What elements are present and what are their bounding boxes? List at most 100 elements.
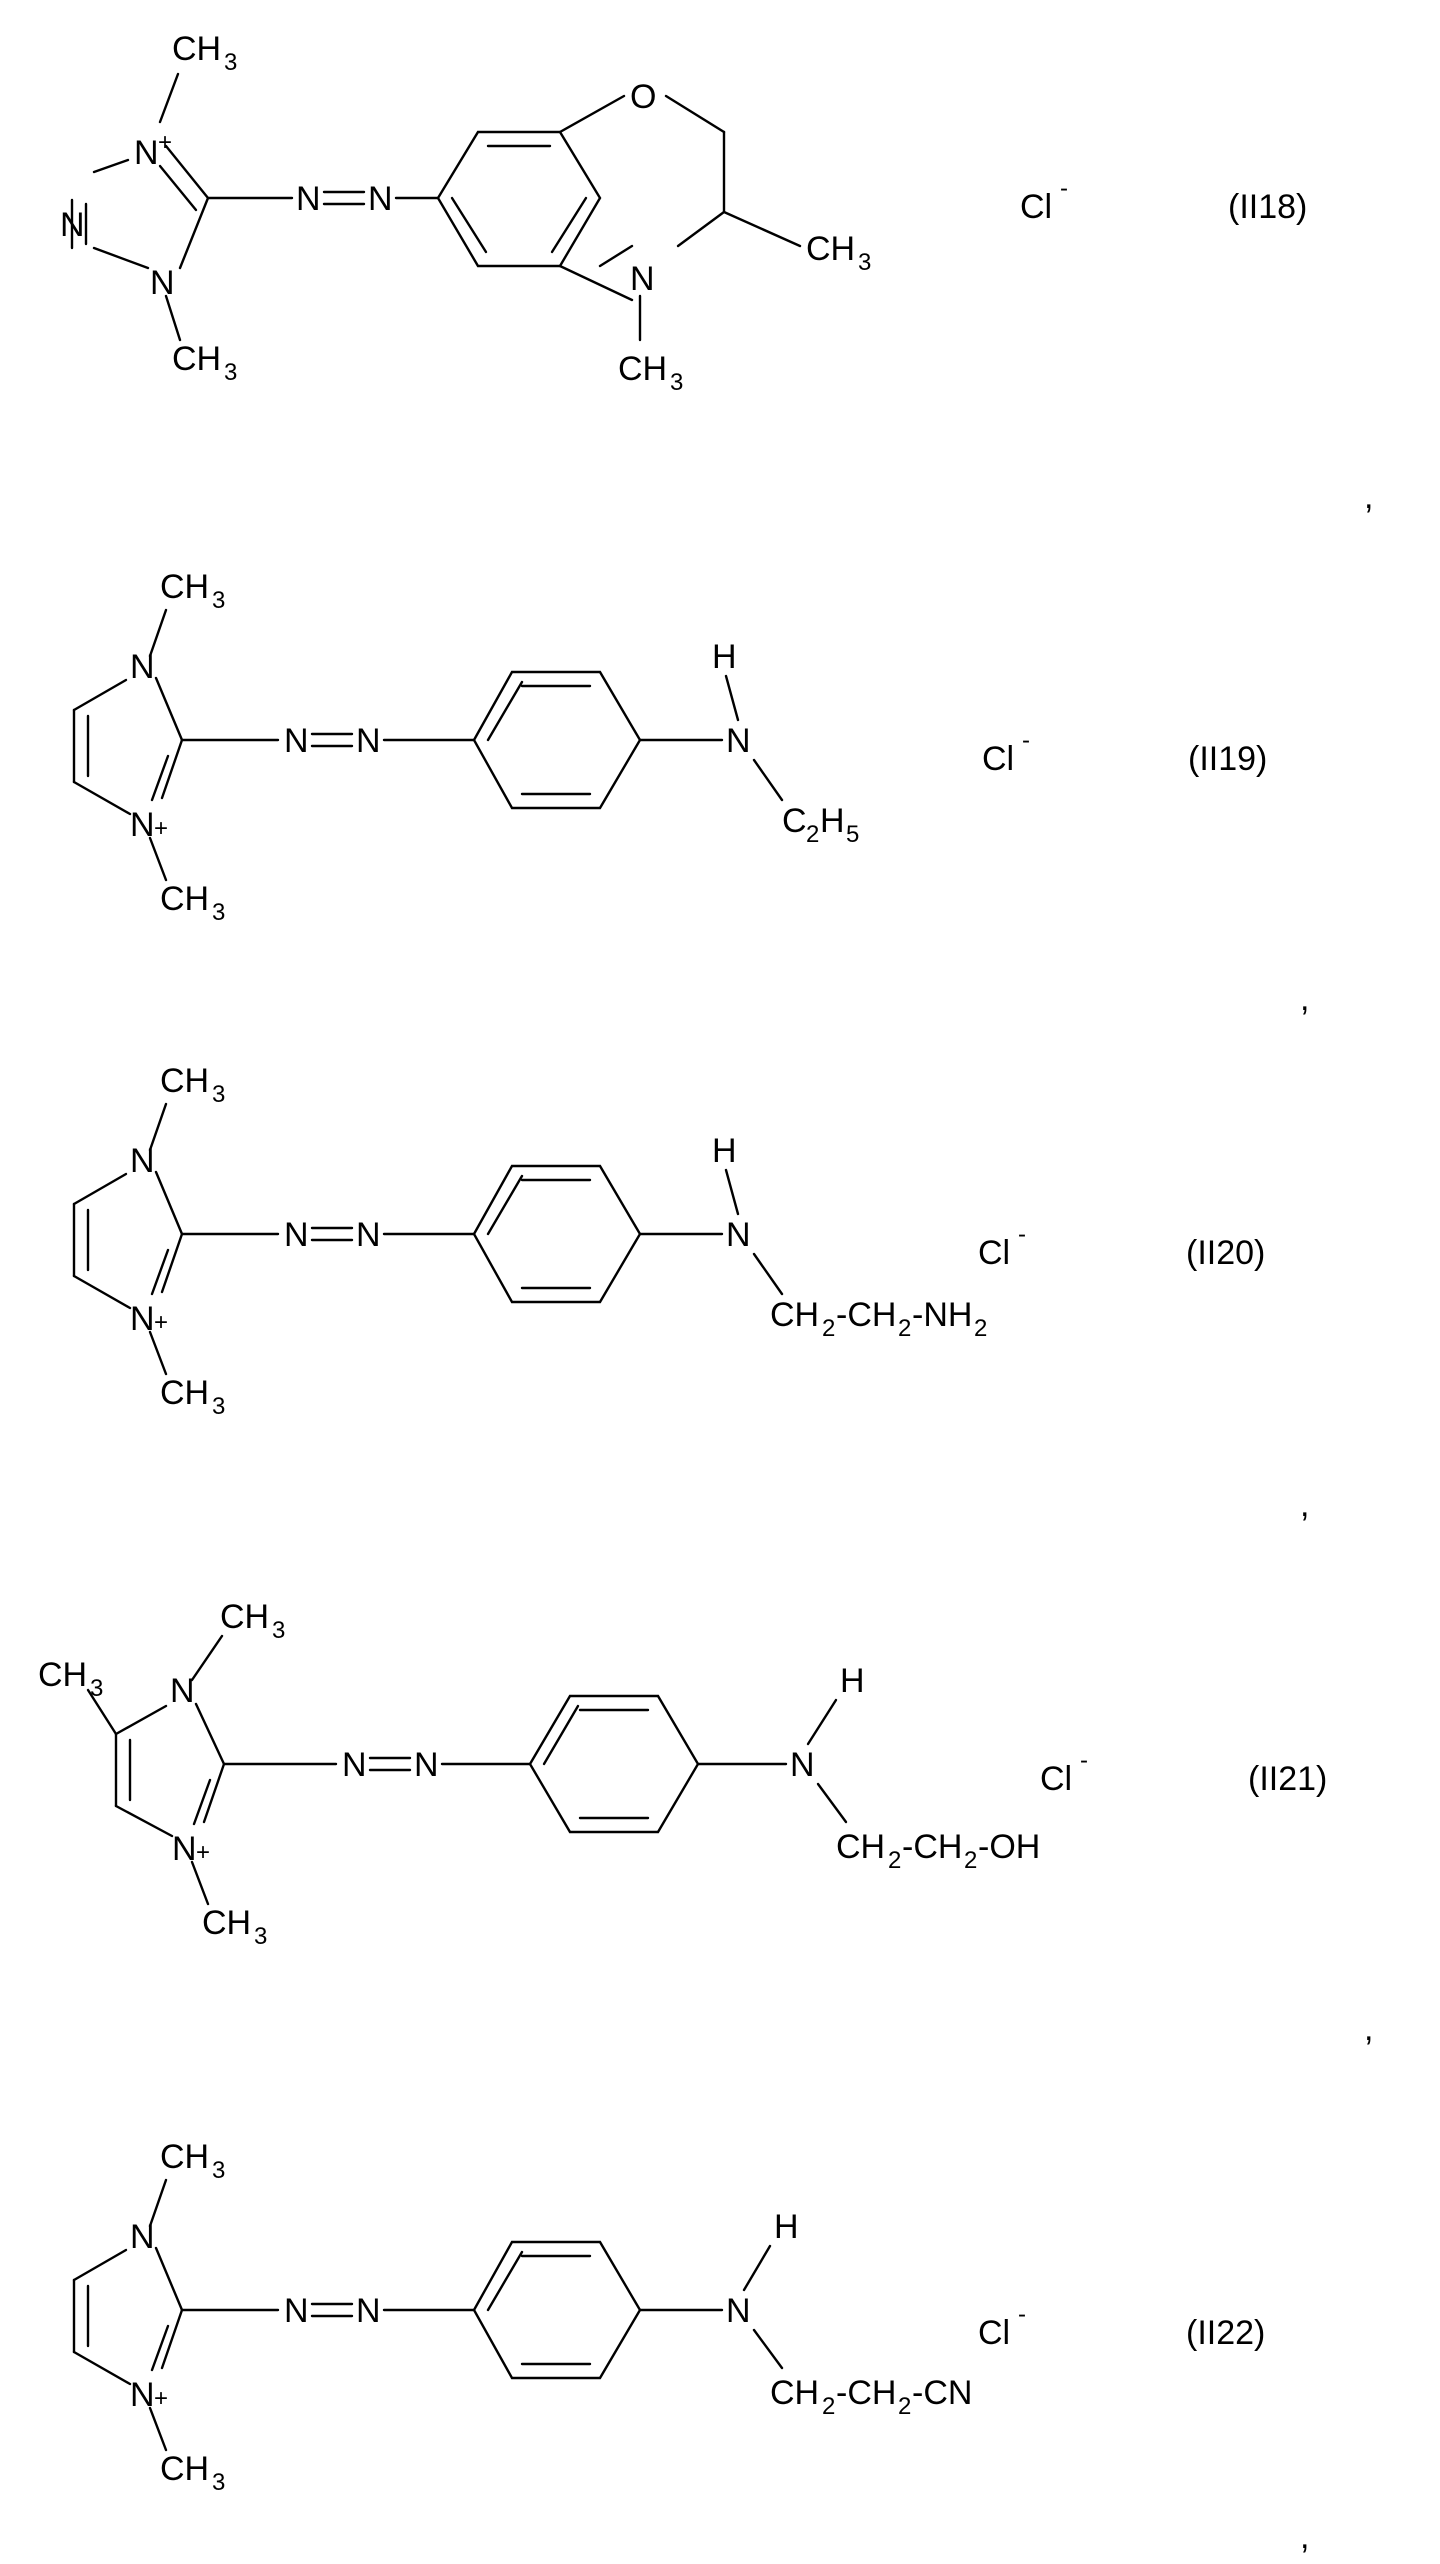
chain-cn: -CN xyxy=(912,2374,972,2412)
imidazolium-ring xyxy=(88,1636,336,1904)
subscript: 3 xyxy=(254,1923,267,1950)
charge-plus: + xyxy=(196,1839,210,1866)
bond xyxy=(152,1250,168,1294)
atom-n: N xyxy=(630,260,655,298)
counterion: Cl xyxy=(978,1234,1010,1272)
atom-n: N xyxy=(368,180,393,218)
bond xyxy=(156,2248,182,2310)
bond xyxy=(150,838,166,880)
subscript: 2 xyxy=(822,2393,835,2420)
bond xyxy=(488,2252,522,2310)
atom-n: N xyxy=(296,180,321,218)
counterion: Cl xyxy=(1020,188,1052,226)
atom-h: H xyxy=(840,1662,865,1700)
atom-ch: CH xyxy=(160,880,209,918)
bond xyxy=(560,266,632,300)
bond xyxy=(754,1254,782,1294)
compound-label: (II22) xyxy=(1186,2314,1265,2352)
structure-ii20: N N + CH 3 CH 3 N N N H CH 2 -CH 2 -NH 2… xyxy=(74,1062,1309,1524)
bond xyxy=(488,682,522,740)
atom-ch: CH xyxy=(172,340,221,378)
bond xyxy=(204,1764,224,1822)
subscript: 2 xyxy=(822,1315,835,1342)
atom-n: N xyxy=(790,1746,815,1784)
atom-n: N xyxy=(130,806,155,844)
atom-n: N xyxy=(130,2218,155,2256)
bond xyxy=(162,2310,182,2368)
bond xyxy=(74,2352,130,2384)
benzene-ring xyxy=(384,1166,722,1302)
bond xyxy=(726,676,738,720)
atom-ch: CH xyxy=(38,1656,87,1694)
compound-label: (II21) xyxy=(1248,1760,1327,1798)
subscript: 2 xyxy=(974,1315,987,1342)
list-separator: , xyxy=(1364,2010,1373,2048)
benzene-hexagon xyxy=(474,672,640,808)
benzene-hexagon xyxy=(474,2242,640,2378)
counterion: Cl xyxy=(982,740,1014,778)
bond xyxy=(74,680,126,710)
bond xyxy=(754,760,782,800)
bond xyxy=(162,740,182,798)
bond xyxy=(94,248,148,268)
atom-n: N xyxy=(150,264,175,302)
charge-plus: + xyxy=(154,2385,168,2412)
structure-ii22: N N + CH 3 CH 3 N N N H CH 2 -CH 2 -CN C… xyxy=(74,2138,1309,2556)
bond xyxy=(196,1704,224,1764)
imidazolium-ring xyxy=(74,610,278,880)
bond xyxy=(744,2246,770,2290)
bond xyxy=(452,198,486,252)
atom-n: N xyxy=(134,134,159,172)
subscript: 3 xyxy=(670,369,683,396)
atom-ch: CH xyxy=(160,1062,209,1100)
list-separator: , xyxy=(1364,478,1373,516)
subscript: 2 xyxy=(888,1847,901,1874)
atom-c: C xyxy=(782,802,807,840)
atom-ch: CH xyxy=(160,568,209,606)
atom-ch: CH xyxy=(160,1374,209,1412)
atom-n: N xyxy=(414,1746,439,1784)
subscript: 3 xyxy=(90,1675,103,1702)
chain-ch2: CH xyxy=(770,2374,819,2412)
benzene-ring xyxy=(384,2242,722,2378)
structure-ii18: N N + N CH 3 CH 3 N N O N xyxy=(60,30,1373,516)
structure-ii19: N N + CH 3 CH 3 N N N H C 2 H 5 Cl - (II… xyxy=(74,568,1309,1018)
bond xyxy=(726,1170,738,1214)
atom-ch: CH xyxy=(220,1598,269,1636)
atom-ch: CH xyxy=(172,30,221,68)
list-separator: , xyxy=(1300,1486,1309,1524)
chain-ch2: CH xyxy=(770,1296,819,1334)
list-separator: , xyxy=(1300,2518,1309,2556)
subscript: 3 xyxy=(212,1081,225,1108)
bond xyxy=(666,96,724,132)
bond xyxy=(94,160,128,172)
subscript: 3 xyxy=(224,49,237,76)
subscript: 2 xyxy=(898,2393,911,2420)
atom-n: N xyxy=(130,2376,155,2414)
charge-plus: + xyxy=(154,815,168,842)
bond xyxy=(544,1706,578,1764)
counterion: Cl xyxy=(1040,1760,1072,1798)
atom-ch: CH xyxy=(160,2450,209,2488)
subscript: 2 xyxy=(898,1315,911,1342)
bond xyxy=(192,1636,222,1680)
bond xyxy=(754,2330,782,2368)
bond xyxy=(150,2408,166,2450)
benzene-hexagon xyxy=(530,1696,698,1832)
counterion-charge: - xyxy=(1060,175,1068,202)
bond xyxy=(600,246,632,266)
bond xyxy=(192,1862,208,1904)
chain-ch2: -CH xyxy=(836,2374,896,2412)
counterion-charge: - xyxy=(1018,1221,1026,1248)
atom-n: N xyxy=(342,1746,367,1784)
bond xyxy=(152,2326,168,2370)
bond xyxy=(152,756,168,800)
atom-n: N xyxy=(130,648,155,686)
atom-n: N xyxy=(172,1830,197,1868)
atom-ch: CH xyxy=(160,2138,209,2176)
subscript: 3 xyxy=(212,587,225,614)
charge-plus: + xyxy=(154,1309,168,1336)
compound-label: (II19) xyxy=(1188,740,1267,778)
bond xyxy=(156,678,182,740)
